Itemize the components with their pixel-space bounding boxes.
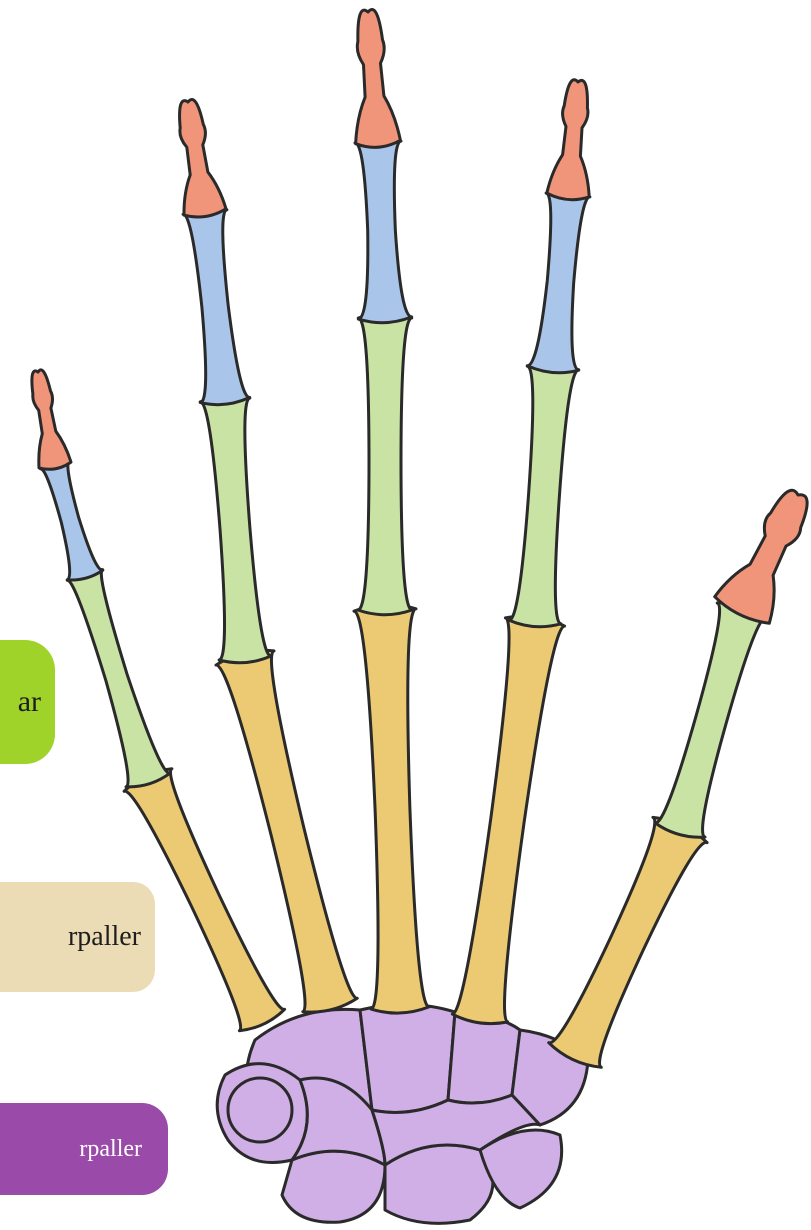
metacarpal-middle bbox=[354, 604, 429, 1013]
middle-phalanx-ring bbox=[183, 208, 250, 405]
metacarpal-thumb bbox=[549, 817, 707, 1067]
distal-phalanx-middle bbox=[356, 9, 401, 147]
label-tag-carpals: rpaller bbox=[0, 1103, 168, 1195]
pisiform-bone bbox=[228, 1078, 292, 1142]
distal-phalanx-little bbox=[32, 370, 71, 469]
label-tag-metacarpals: rpaller bbox=[0, 882, 155, 992]
distal-phalanx-index bbox=[547, 80, 589, 200]
middle-phalanx-little bbox=[41, 461, 103, 580]
middle-phalanx-middle bbox=[355, 138, 412, 323]
proximal-phalanx-middle bbox=[358, 313, 412, 614]
distal-phalanx-ring bbox=[180, 100, 226, 217]
proximal-phalanx-index bbox=[509, 363, 579, 626]
proximal-phalanx-ring bbox=[200, 395, 271, 662]
label-tag-proximal: ar bbox=[0, 640, 55, 764]
proximal-phalanx-thumb bbox=[655, 603, 767, 837]
carpal-bone bbox=[360, 1004, 455, 1112]
proximal-phalanx-little bbox=[67, 570, 170, 787]
middle-phalanx-index bbox=[527, 191, 590, 373]
carpal-bone bbox=[448, 1012, 520, 1103]
metacarpal-index bbox=[452, 616, 564, 1024]
carpal-bone bbox=[282, 1151, 385, 1222]
distal-phalanx-thumb bbox=[715, 490, 807, 623]
